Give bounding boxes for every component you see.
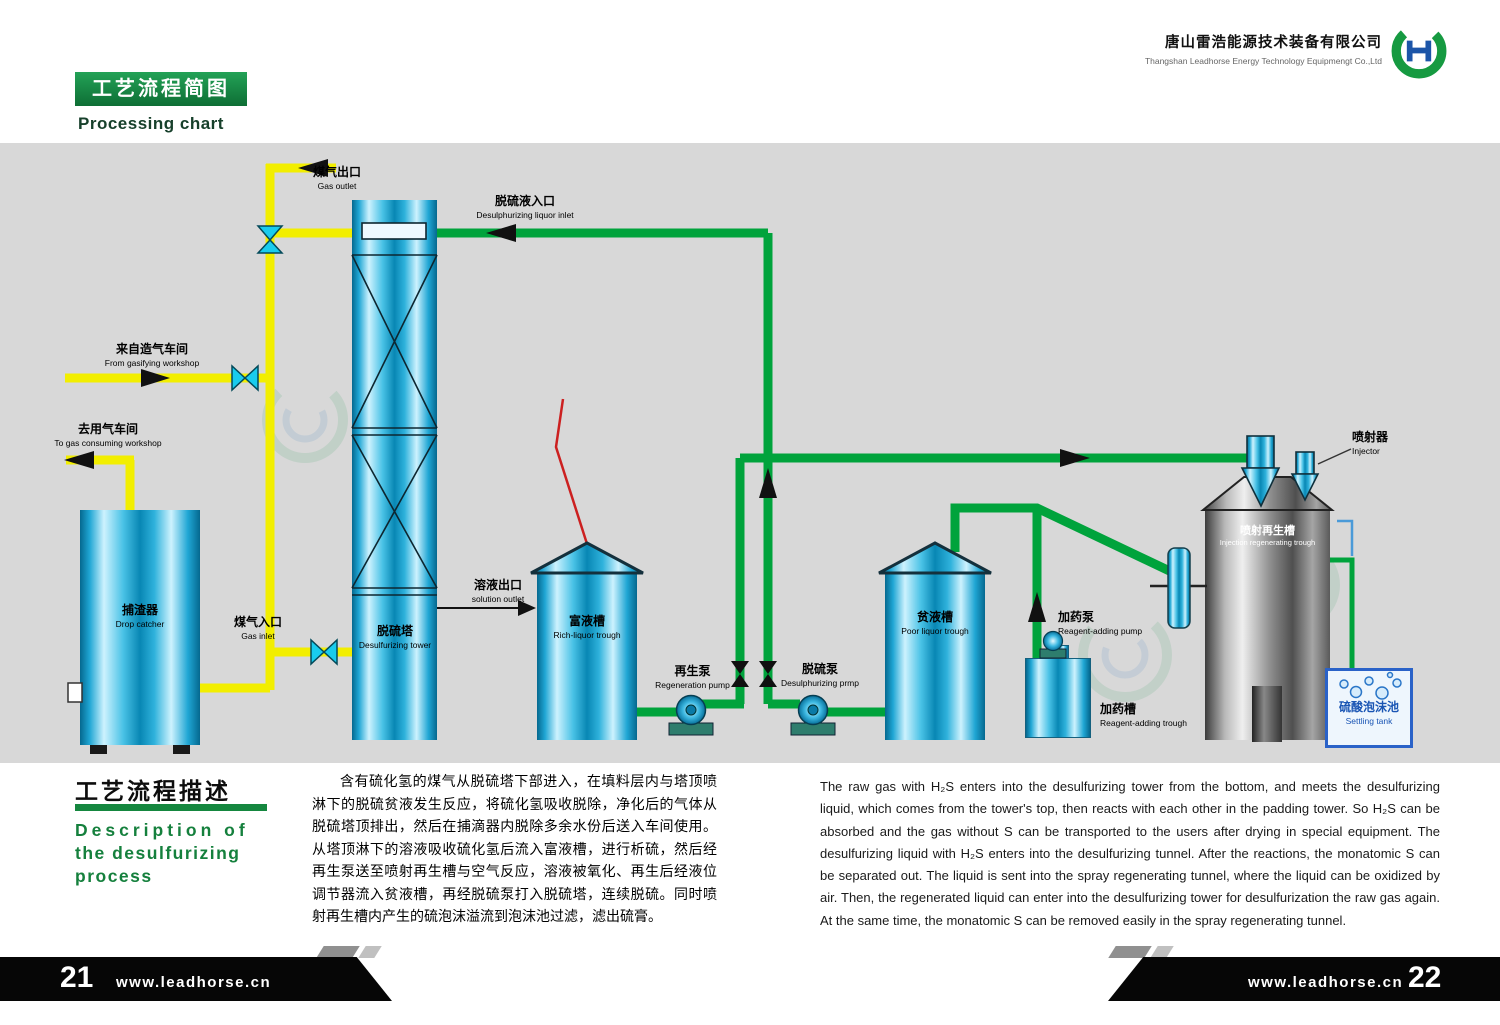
label-injector-en: Injector <box>1352 445 1380 456</box>
label-poor-trough-en: Poor liquor trough <box>901 625 969 636</box>
label-settling-tank-cn: 硫酸泡沫池 <box>1338 700 1399 714</box>
label-tower-cn: 脱硫塔 <box>376 624 413 638</box>
label-to-gas-consuming: 去用气车间 To gas consuming workshop <box>48 422 168 449</box>
footer-slash-decoration <box>1108 946 1152 958</box>
label-liquor-inlet-cn: 脱硫液入口 <box>494 194 555 208</box>
label-to-gas-consuming-en: To gas consuming workshop <box>54 437 162 448</box>
company-name-en: Thangshan Leadhorse Energy Technology Eq… <box>1144 56 1382 66</box>
label-to-gas-consuming-cn: 去用气车间 <box>77 422 138 436</box>
description-heading-en-line2: the desulfurizing <box>75 843 241 863</box>
label-reagent-pump-en: Reagent-adding pump <box>1058 625 1143 636</box>
label-drop-catcher-cn: 捕渣器 <box>121 603 158 617</box>
label-gas-outlet-cn: 煤气出口 <box>312 165 361 179</box>
label-drop-catcher: 捕渣器 Drop catcher <box>90 603 190 630</box>
label-injection-trough-en: Injection regenerating trough <box>1219 538 1316 548</box>
drop-catcher-tank <box>80 510 200 745</box>
label-injector-cn: 喷射器 <box>1352 430 1389 444</box>
label-rich-trough-cn: 富液槽 <box>568 614 605 628</box>
label-liquor-inlet: 脱硫液入口 Desulphurizing liquor inlet <box>460 194 590 221</box>
label-gas-outlet: 煤气出口 Gas outlet <box>292 165 382 192</box>
label-injection-trough-cn: 喷射再生槽 <box>1240 525 1295 537</box>
description-heading-en: Description of the desulfurizing process <box>75 819 305 888</box>
desulfurizing-tower <box>352 200 437 740</box>
label-reagent-trough-cn: 加药槽 <box>1100 702 1137 716</box>
label-from-gasifying: 来自造气车间 From gasifying workshop <box>92 342 212 369</box>
label-rich-trough-en: Rich-liquor trough <box>553 629 621 640</box>
label-settling-tank: 硫酸泡沫池 Settling tank <box>1327 700 1411 727</box>
injection-tank-outlet-pipe <box>1252 686 1282 742</box>
company-name-cn: 唐山雷浩能源技术装备有限公司 <box>1165 35 1382 51</box>
footer-slash-decoration <box>358 946 382 958</box>
description-heading-underline <box>75 804 267 811</box>
label-gas-inlet: 煤气入口 Gas inlet <box>218 615 298 642</box>
label-solution-outlet-en: solution outlet <box>471 593 525 604</box>
website-url-right: www.leadhorse.cn <box>1248 974 1404 991</box>
label-reagent-pump-cn: 加药泵 <box>1058 610 1095 624</box>
page-number-left: 21 <box>60 961 94 994</box>
page-number-right: 22 <box>1408 961 1442 994</box>
description-heading-en-line3: process <box>75 866 153 886</box>
label-liquor-inlet-en: Desulphurizing liquor inlet <box>476 209 574 220</box>
label-regeneration-pump-en: Regeneration pump <box>655 679 730 690</box>
label-settling-tank-en: Settling tank <box>1345 715 1393 726</box>
reagent-trough-tank <box>1025 658 1091 738</box>
label-poor-trough-cn: 贫液槽 <box>916 610 953 624</box>
label-desulphurizing-pump-en: Desulphurizing prmp <box>781 677 859 688</box>
label-injection-trough: 喷射再生槽 Injection regenerating trough <box>1205 524 1330 548</box>
description-text-en: The raw gas with H₂S enters into the des… <box>820 779 1440 928</box>
label-reagent-trough-en: Reagent-adding trough <box>1100 717 1187 728</box>
label-gas-inlet-en: Gas inlet <box>241 630 275 641</box>
label-solution-outlet-cn: 溶液出口 <box>473 578 522 592</box>
footer-bar-left <box>0 957 392 1001</box>
label-tower: 脱硫塔 Desulfurizing tower <box>350 624 440 651</box>
footer-bar-right <box>1108 957 1500 1001</box>
company-block: 唐山雷浩能源技术装备有限公司 Thangshan Leadhorse Energ… <box>1060 31 1382 66</box>
label-injector: 喷射器 Injector <box>1352 430 1424 457</box>
label-desulphurizing-pump: 脱硫泵 Desulphurizing prmp <box>770 662 870 689</box>
company-logo-icon <box>1391 23 1447 79</box>
label-tower-en: Desulfurizing tower <box>358 639 432 650</box>
label-from-gasifying-cn: 来自造气车间 <box>115 342 188 356</box>
label-gas-outlet-en: Gas outlet <box>317 180 357 191</box>
label-reagent-pump: 加药泵 Reagent-adding pump <box>1058 610 1158 637</box>
footer-slash-decoration <box>316 946 360 958</box>
label-reagent-trough: 加药槽 Reagent-adding trough <box>1100 702 1210 729</box>
label-desulphurizing-pump-cn: 脱硫泵 <box>801 662 838 676</box>
description-text-cn: 含有硫化氢的煤气从脱硫塔下部进入，在填料层内与塔顶喷淋下的脱硫贫液发生反应，将硫… <box>312 773 717 924</box>
footer-slash-decoration <box>1150 946 1174 958</box>
label-from-gasifying-en: From gasifying workshop <box>104 357 200 368</box>
page-title: 工艺流程简图 <box>75 72 247 106</box>
page-subtitle: Processing chart <box>78 114 224 133</box>
label-regeneration-pump: 再生泵 Regeneration pump <box>645 664 740 691</box>
rich-liquor-trough-tank <box>537 570 637 740</box>
poor-liquor-trough-tank <box>885 570 985 740</box>
label-regeneration-pump-cn: 再生泵 <box>674 664 711 678</box>
label-rich-trough: 富液槽 Rich-liquor trough <box>537 614 637 641</box>
description-heading-en-line1: Description of <box>75 820 249 840</box>
label-drop-catcher-en: Drop catcher <box>115 618 165 629</box>
label-gas-inlet-cn: 煤气入口 <box>233 615 282 629</box>
website-url-left: www.leadhorse.cn <box>116 974 272 991</box>
label-solution-outlet: 溶液出口 solution outlet <box>452 578 544 605</box>
label-poor-trough: 贫液槽 Poor liquor trough <box>885 610 985 637</box>
description-heading-cn: 工艺流程描述 <box>75 778 231 804</box>
